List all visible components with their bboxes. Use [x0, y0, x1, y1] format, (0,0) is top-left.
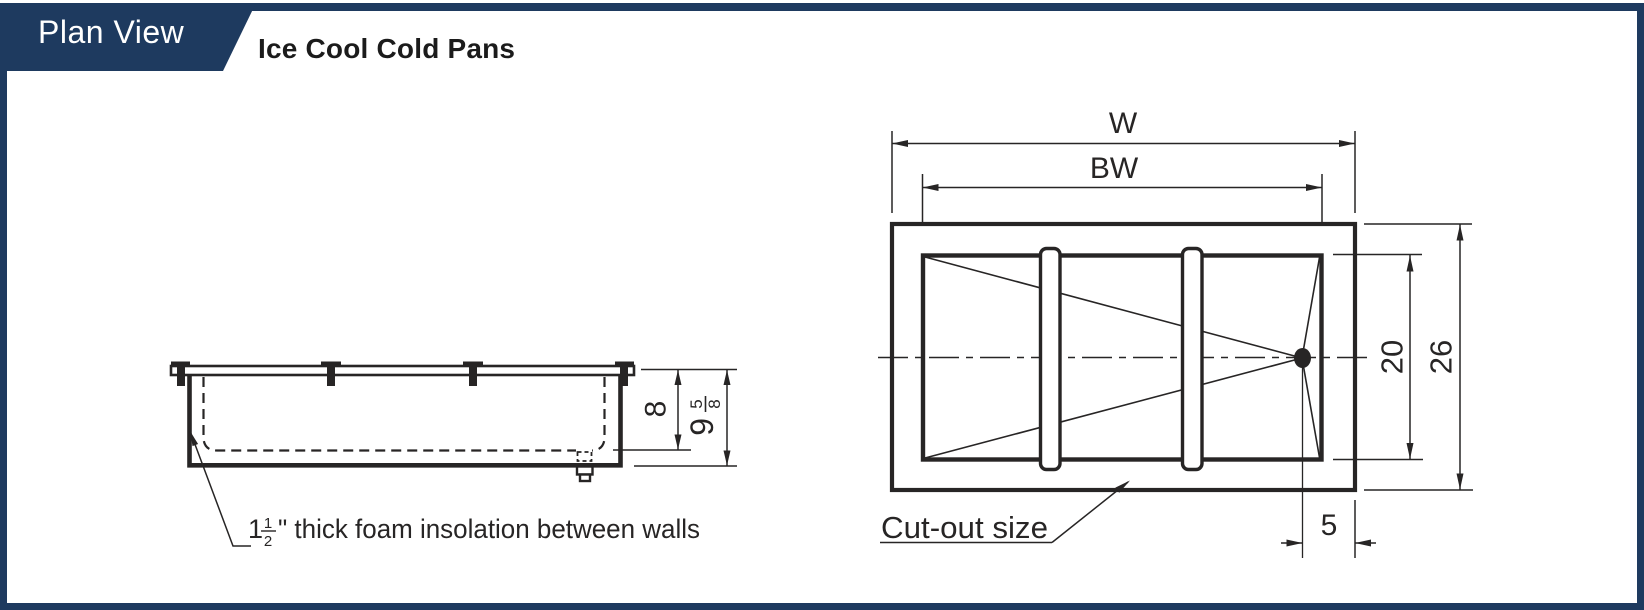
- side-dim-arrows: [674, 370, 731, 466]
- dim-overall-depth-label: 9 5 8: [684, 396, 724, 436]
- cutout-outline: [889, 221, 1358, 493]
- dim-20: [1333, 253, 1423, 461]
- bottom-slope-diagonals: [924, 256, 1321, 459]
- dim-bw: [921, 174, 1323, 223]
- foam-note-leader: [189, 430, 251, 547]
- dim-w: [891, 131, 1356, 213]
- svg-text:8: 8: [705, 399, 724, 408]
- drain-dot: [1294, 348, 1311, 368]
- divider-bar: [1038, 246, 1062, 472]
- page-border-left: [0, 3, 7, 610]
- mounting-clips: [171, 361, 634, 386]
- foam-note-label: 1 1 2 " thick foam insolation between wa…: [248, 514, 700, 550]
- plan-view-tab: [0, 3, 256, 71]
- svg-text:" thick foam insolation betwee: " thick foam insolation between walls: [278, 514, 700, 544]
- dim-5-label: 5: [1321, 509, 1338, 542]
- side-elevation-view: 8 9 5 8 1 1 2 " thick foam insolation be…: [169, 361, 737, 550]
- dim-5: [1281, 500, 1376, 558]
- inner-wall-dashed: [202, 377, 606, 452]
- cutout-size-label: Cut-out size: [881, 510, 1048, 545]
- svg-text:9: 9: [684, 418, 720, 436]
- svg-text:5: 5: [687, 399, 706, 408]
- pan-outline: [187, 375, 623, 468]
- svg-text:2: 2: [264, 533, 272, 550]
- svg-text:1: 1: [264, 515, 272, 532]
- page-border-right: [1637, 3, 1644, 610]
- page-border-bottom: [0, 603, 1644, 610]
- cutout-callout-leader: [880, 480, 1130, 544]
- dim-20-label: 20: [1375, 340, 1410, 374]
- divider-bar: [1180, 246, 1204, 472]
- tab-label: Plan View: [38, 14, 185, 50]
- pan-rim-outline: [920, 253, 1324, 462]
- svg-text:1: 1: [248, 514, 263, 544]
- dim-26: [1364, 223, 1473, 491]
- dim-bw-label: BW: [1090, 152, 1139, 185]
- dim-w-label: W: [1109, 107, 1138, 140]
- page-border-top: [0, 3, 1644, 11]
- drain-fitting: [575, 451, 594, 483]
- dim-26-label: 26: [1424, 340, 1459, 374]
- page-title: Ice Cool Cold Pans: [258, 33, 516, 64]
- pan-flange: [169, 364, 636, 377]
- plan-view-drawing: W BW 20: [878, 107, 1473, 558]
- dim-inner-depth-label: 8: [640, 401, 673, 418]
